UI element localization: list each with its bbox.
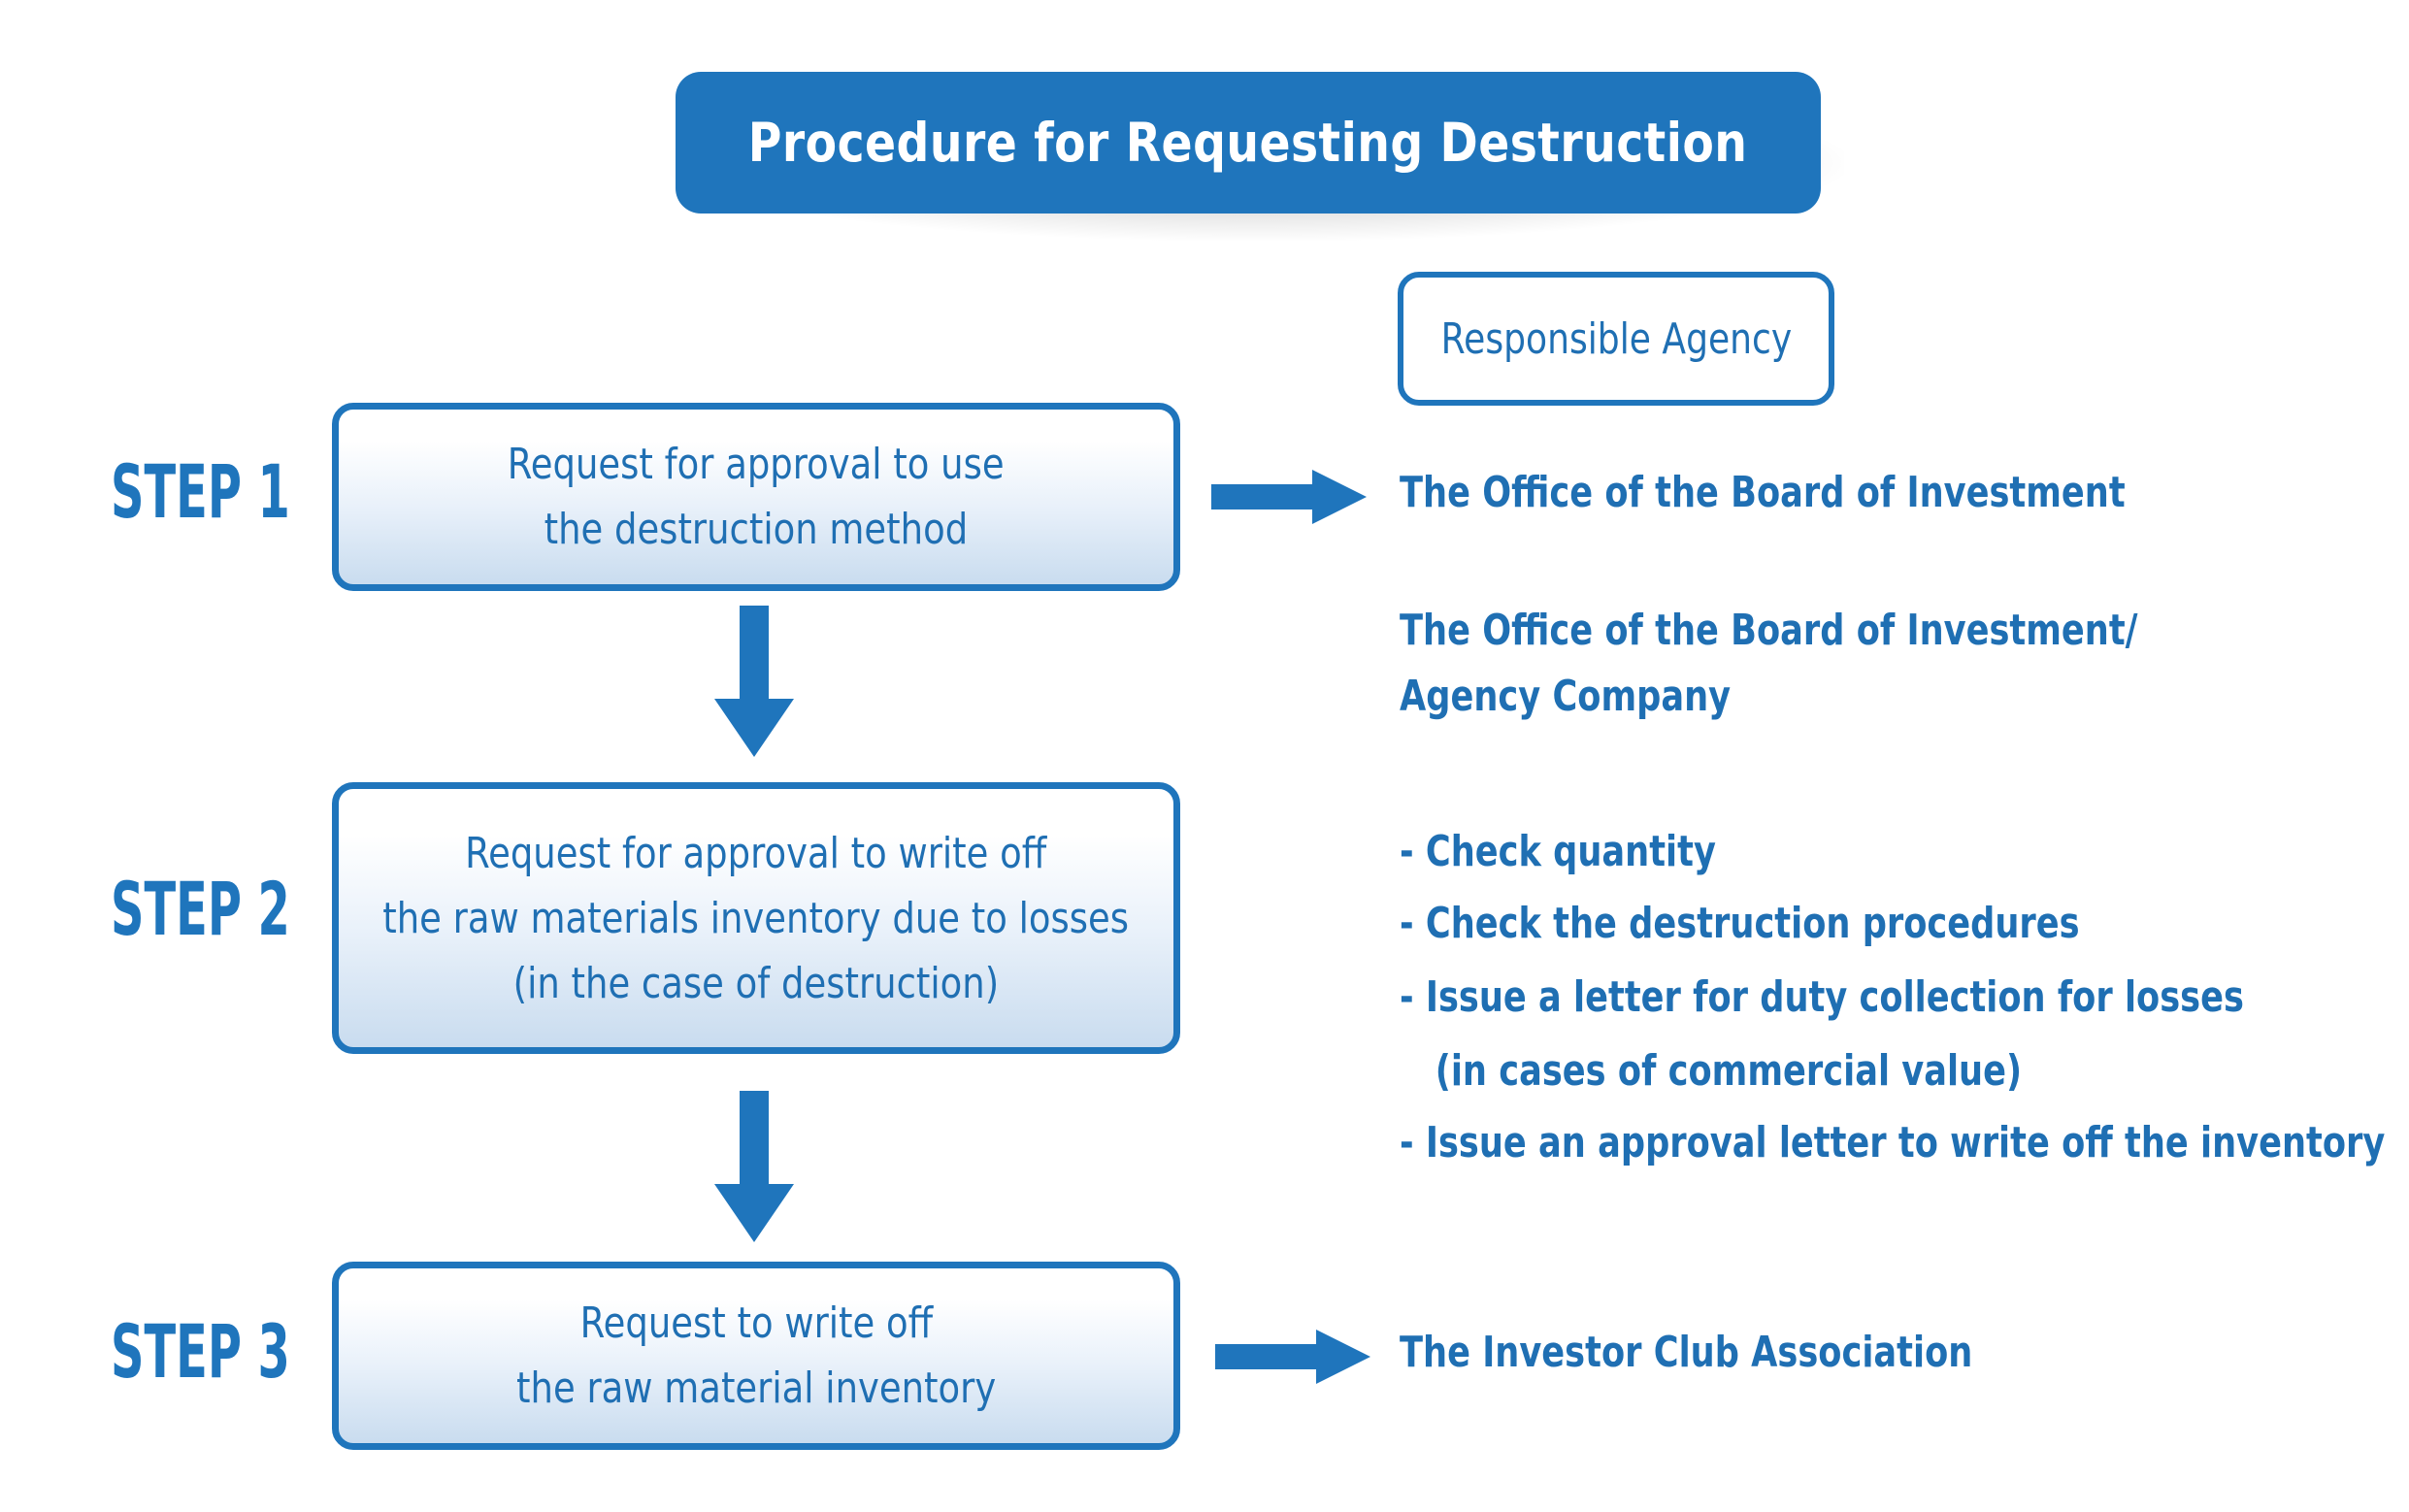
step-3-label: STEP 3: [111, 1308, 290, 1395]
agency-step-2-item-5: - Issue an approval letter to write off …: [1400, 1118, 2386, 1167]
right-arrow-1: [1211, 470, 1367, 524]
down-arrow-2: [714, 1091, 794, 1242]
agency-step-2-heading-1: The Office of the Board of Investment/: [1400, 606, 2138, 655]
step-1-label: STEP 1: [111, 448, 290, 535]
responsible-agency-box: Responsible Agency: [1398, 272, 1834, 406]
step-2-label: STEP 2: [111, 866, 290, 952]
agency-step-2-item-1: - Check quantity: [1400, 827, 1716, 876]
agency-step-1: The Office of the Board of Investment: [1400, 468, 2126, 517]
step-1-line-1: Request for approval to use: [508, 440, 1005, 489]
agency-step-2-heading-2: Agency Company: [1400, 672, 1732, 721]
right-arrow-3: [1215, 1330, 1370, 1384]
step-3-line-2: the raw material inventory: [515, 1364, 997, 1413]
agency-step-2-item-2: - Check the destruction procedures: [1400, 899, 2080, 948]
step-2-box: Request for approval to write off the ra…: [332, 782, 1180, 1054]
title-banner: Procedure for Requesting Destruction: [676, 72, 1821, 214]
step-2-line-2: the raw materials inventory due to losse…: [382, 893, 1130, 943]
step-2-line-3: (in the case of destruction): [512, 958, 1000, 1008]
step-3-box: Request to write off the raw material in…: [332, 1262, 1180, 1450]
agency-step-3: The Investor Club Association: [1400, 1328, 1973, 1377]
page-title: Procedure for Requesting Destruction: [748, 112, 1748, 174]
agency-step-2-item-4: (in cases of commercial value): [1400, 1046, 2023, 1096]
step-1-box: Request for approval to use the destruct…: [332, 403, 1180, 591]
step-1-line-2: the destruction method: [544, 505, 969, 554]
responsible-agency-label: Responsible Agency: [1440, 313, 1792, 364]
step-2-line-1: Request for approval to write off: [465, 828, 1047, 878]
agency-step-2-item-3: - Issue a letter for duty collection for…: [1400, 972, 2244, 1022]
down-arrow-1: [714, 606, 794, 757]
step-3-line-1: Request to write off: [579, 1298, 933, 1348]
